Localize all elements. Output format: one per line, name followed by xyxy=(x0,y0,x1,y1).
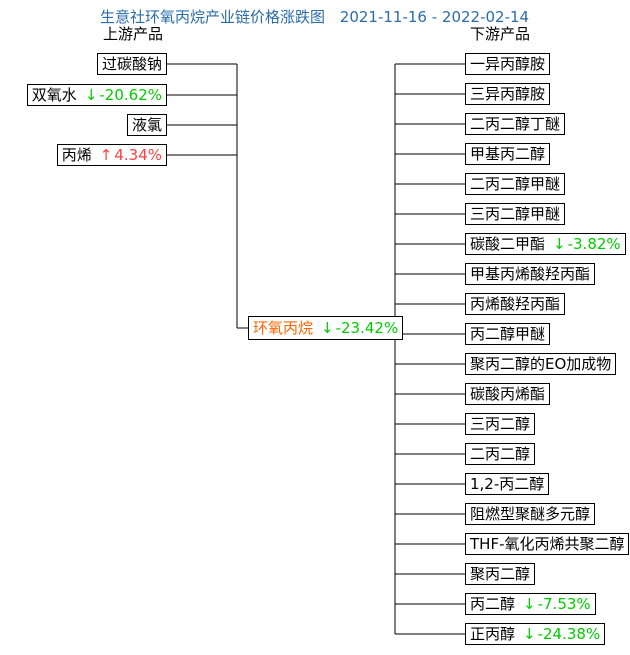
upstream-node[interactable]: 液氯 xyxy=(126,114,167,136)
upstream-label: 上游产品 xyxy=(103,25,164,43)
change-value: -7.53% xyxy=(537,594,591,613)
date-range: 2021-11-16 - 2022-02-14 xyxy=(339,8,530,26)
price-change: ↓-23.42% xyxy=(321,318,399,337)
downstream-node[interactable]: 甲基丙二醇 xyxy=(465,143,551,165)
downstream-node[interactable]: 二丙二醇丁醚 xyxy=(465,113,566,135)
node-label: 液氯 xyxy=(131,115,162,134)
downstream-node[interactable]: 丙二醇 ↓-7.53% xyxy=(465,593,596,615)
downstream-node[interactable]: 一异丙醇胺 xyxy=(465,53,551,75)
down-arrow-icon: ↓ xyxy=(321,318,334,337)
downstream-node[interactable]: 甲基丙烯酸羟丙酯 xyxy=(465,263,596,285)
downstream-node[interactable]: 丙烯酸羟丙酯 xyxy=(465,293,566,315)
down-arrow-icon: ↓ xyxy=(523,624,536,643)
upstream-node[interactable]: 丙烯 ↑4.34% xyxy=(56,144,167,166)
price-change: ↓-7.53% xyxy=(523,594,591,613)
node-label: 1,2-丙二醇 xyxy=(470,474,545,493)
node-label: 三异丙醇胺 xyxy=(470,84,546,103)
node-label: 双氧水 xyxy=(31,85,77,104)
node-label: 三丙二醇 xyxy=(470,414,531,433)
downstream-node[interactable]: 二丙二醇 xyxy=(465,443,536,465)
downstream-node[interactable]: 丙二醇甲醚 xyxy=(465,323,551,345)
node-label: THF-氧化丙烯共聚二醇 xyxy=(470,534,625,553)
downstream-node[interactable]: 碳酸二甲酯 ↓-3.82% xyxy=(465,233,626,255)
node-label: 二丙二醇 xyxy=(470,444,531,463)
downstream-node[interactable]: 聚丙二醇的EO加成物 xyxy=(465,353,617,375)
node-label: 丙二醇甲醚 xyxy=(470,324,546,343)
change-value: -20.62% xyxy=(99,85,162,104)
downstream-node[interactable]: THF-氧化丙烯共聚二醇 xyxy=(465,533,630,555)
upstream-node[interactable]: 过碳酸钠 xyxy=(96,53,167,75)
price-change: ↓-20.62% xyxy=(84,85,162,104)
downstream-node[interactable]: 阻燃型聚醚多元醇 xyxy=(465,503,596,525)
node-label: 碳酸丙烯酯 xyxy=(470,384,546,403)
downstream-label: 下游产品 xyxy=(470,25,531,43)
price-change: ↓-24.38% xyxy=(523,624,601,643)
node-label: 聚丙二醇的EO加成物 xyxy=(470,354,612,373)
node-label: 碳酸二甲酯 xyxy=(470,234,546,253)
downstream-node[interactable]: 聚丙二醇 xyxy=(465,563,536,585)
price-change: ↑4.34% xyxy=(99,145,162,164)
node-label: 一异丙醇胺 xyxy=(470,54,546,73)
upstream-node[interactable]: 双氧水 ↓-20.62% xyxy=(26,84,167,106)
page-title: 生意社环氧丙烷产业链价格涨跌图 2021-11-16 - 2022-02-14 xyxy=(100,6,529,27)
change-value: -23.42% xyxy=(335,318,399,337)
node-label: 环氧丙烷 xyxy=(253,318,314,337)
down-arrow-icon: ↓ xyxy=(523,594,536,613)
change-value: -24.38% xyxy=(537,624,601,643)
center-node[interactable]: 环氧丙烷 ↓-23.42% xyxy=(248,316,404,340)
node-label: 二丙二醇丁醚 xyxy=(470,114,561,133)
node-label: 丙烯 xyxy=(61,145,92,164)
downstream-node[interactable]: 三丙二醇 xyxy=(465,413,536,435)
down-arrow-icon: ↓ xyxy=(84,85,98,104)
node-label: 二丙二醇甲醚 xyxy=(470,174,561,193)
downstream-node[interactable]: 正丙醇 ↓-24.38% xyxy=(465,623,606,645)
node-label: 甲基丙烯酸羟丙酯 xyxy=(470,264,591,283)
change-value: 4.34% xyxy=(114,145,162,164)
up-arrow-icon: ↑ xyxy=(99,145,113,164)
downstream-node[interactable]: 1,2-丙二醇 xyxy=(465,473,550,495)
price-change: ↓-3.82% xyxy=(553,234,621,253)
node-label: 丙二醇 xyxy=(470,594,516,613)
downstream-node[interactable]: 碳酸丙烯酯 xyxy=(465,383,551,405)
node-label: 甲基丙二醇 xyxy=(470,144,546,163)
down-arrow-icon: ↓ xyxy=(553,234,566,253)
node-label: 聚丙二醇 xyxy=(470,564,531,583)
node-label: 正丙醇 xyxy=(470,624,516,643)
node-label: 三丙二醇甲醚 xyxy=(470,204,561,223)
node-label: 阻燃型聚醚多元醇 xyxy=(470,504,591,523)
downstream-node[interactable]: 三异丙醇胺 xyxy=(465,83,551,105)
change-value: -3.82% xyxy=(567,234,621,253)
title-text: 生意社环氧丙烷产业链价格涨跌图 xyxy=(100,8,326,26)
node-label: 过碳酸钠 xyxy=(101,54,162,73)
downstream-node[interactable]: 二丙二醇甲醚 xyxy=(465,173,566,195)
node-label: 丙烯酸羟丙酯 xyxy=(470,294,561,313)
downstream-node[interactable]: 三丙二醇甲醚 xyxy=(465,203,566,225)
